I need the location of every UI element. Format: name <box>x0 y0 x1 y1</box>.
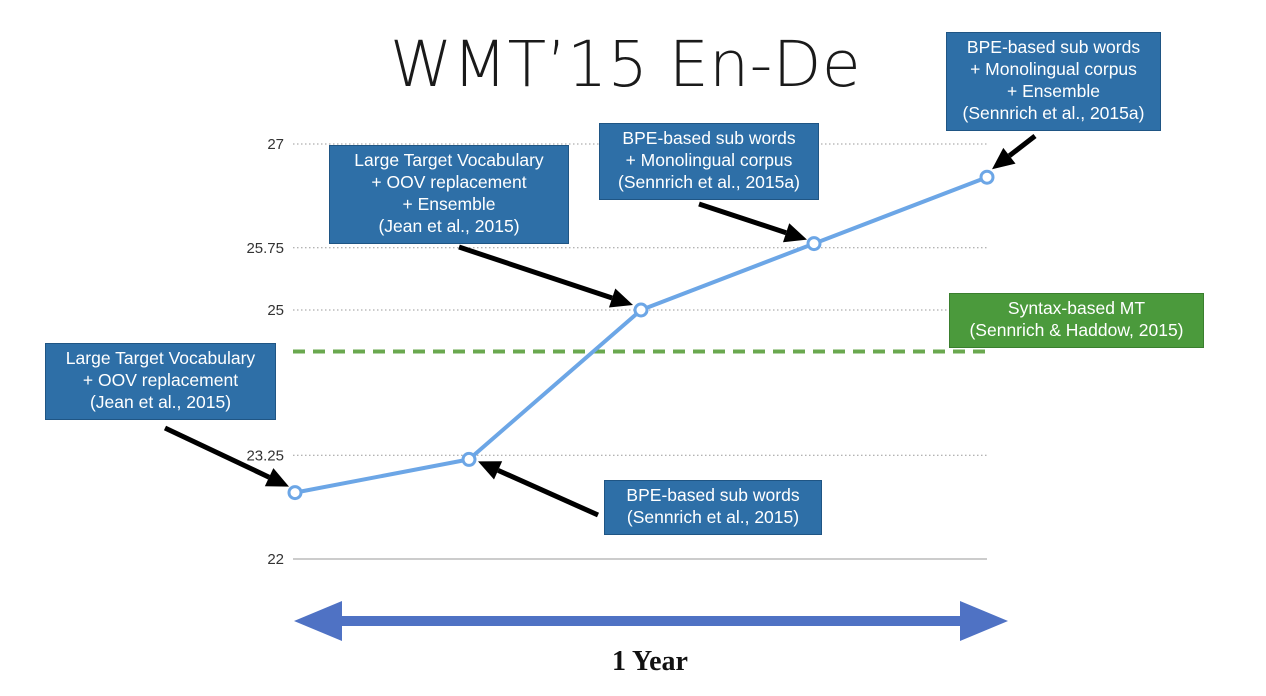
timeline-left-head <box>294 601 342 641</box>
pointer-arrow-shaft <box>458 244 613 301</box>
grid-lines <box>293 143 987 560</box>
callout-line: BPE-based sub words <box>966 37 1141 57</box>
y-tick-label: 23.25 <box>246 447 284 464</box>
pointer-arrow-head <box>782 223 807 243</box>
callout-line: + OOV replacement <box>82 370 239 390</box>
data-points <box>287 169 995 501</box>
callout-line: + Ensemble <box>1007 81 1100 101</box>
callout-line: + Monolingual corpus <box>625 150 793 170</box>
y-tick-label: 25 <box>267 302 284 319</box>
y-tick-label: 27 <box>267 136 284 153</box>
callout-bpe-mono: BPE-based sub words + Monolingual corpus… <box>599 123 819 200</box>
data-point <box>287 485 303 501</box>
y-axis-ticks: 22 23.25 25 25.75 27 <box>246 136 284 568</box>
callout-line: (Jean et al., 2015) <box>89 392 232 412</box>
callout-line: (Jean et al., 2015) <box>378 216 520 236</box>
data-point <box>979 169 995 185</box>
pointer-arrow-shaft <box>497 468 600 518</box>
y-tick-label: 22 <box>267 551 284 568</box>
callout-line: + Ensemble <box>402 194 496 214</box>
callout-line: (Sennrich & Haddow, 2015) <box>969 320 1184 340</box>
timeline-caption: 1 Year <box>612 646 688 677</box>
timeline-right-head <box>960 601 1008 641</box>
pointer-arrow-head <box>478 461 503 480</box>
timeline-arrow <box>294 601 1008 641</box>
timeline-bar <box>335 616 967 626</box>
callout-line: (Sennrich et al., 2015a) <box>962 103 1145 123</box>
callout-pointers <box>163 134 1037 518</box>
data-point <box>633 302 649 318</box>
callout-syntax-mt: Syntax-based MT (Sennrich & Haddow, 2015… <box>949 293 1204 348</box>
pointer-arrow-shaft <box>1007 134 1037 158</box>
pointer-arrow-head <box>992 147 1016 170</box>
data-point <box>806 236 822 252</box>
callout-large-vocab: Large Target Vocabulary + OOV replacemen… <box>45 343 276 420</box>
callout-line: BPE-based sub words <box>626 485 800 505</box>
callout-line: + Monolingual corpus <box>970 59 1137 79</box>
callout-bpe-mono-ensemble: BPE-based sub words + Monolingual corpus… <box>946 32 1161 131</box>
data-point <box>461 451 477 467</box>
pointer-arrow-head <box>608 288 633 308</box>
callout-line: + OOV replacement <box>371 172 527 192</box>
pointer-arrow-shaft <box>163 425 271 480</box>
callout-bpe: BPE-based sub words (Sennrich et al., 20… <box>604 480 822 535</box>
callout-line: BPE-based sub words <box>622 128 796 148</box>
callout-large-vocab-ensemble: Large Target Vocabulary + OOV replacemen… <box>329 145 569 244</box>
callout-line: (Sennrich et al., 2015) <box>626 507 800 527</box>
callout-line: Large Target Vocabulary <box>65 348 256 368</box>
y-tick-label: 25.75 <box>246 240 284 257</box>
callout-line: Large Target Vocabulary <box>354 150 544 170</box>
pointer-arrow-head <box>264 468 289 487</box>
callout-line: Syntax-based MT <box>1007 298 1146 318</box>
pointer-arrow-shaft <box>698 201 787 236</box>
callout-line: (Sennrich et al., 2015a) <box>618 172 800 192</box>
chart-title: WMT’15 En-De <box>390 28 862 101</box>
